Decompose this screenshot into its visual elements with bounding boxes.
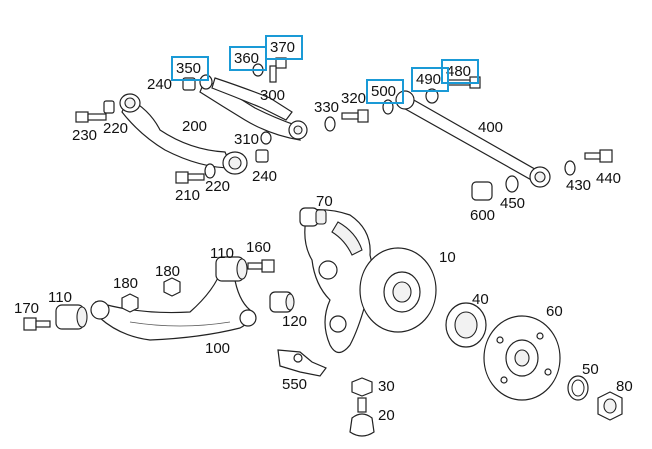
- label-30: 30: [378, 378, 395, 395]
- label-550: 550: [282, 376, 307, 393]
- label-10: 10: [439, 249, 456, 266]
- axle-nut-80-icon: [597, 391, 623, 421]
- washer-310-icon: [260, 131, 272, 145]
- wheel-hub-10-icon: [359, 247, 437, 333]
- label-480: 480: [446, 63, 471, 80]
- label-240a: 240: [147, 76, 172, 93]
- wheel-bearing-40-icon: [445, 302, 487, 348]
- snap-ring-50-icon: [567, 375, 589, 401]
- highlight-boxes: [171, 35, 479, 104]
- wheel-flange-60-icon: [483, 315, 561, 401]
- nut-180a-icon: [121, 293, 139, 313]
- label-100: 100: [205, 340, 230, 357]
- highlight-box-500[interactable]: [366, 79, 404, 104]
- label-170: 170: [14, 300, 39, 317]
- washer-330-icon: [324, 116, 336, 132]
- label-440: 440: [596, 170, 621, 187]
- washer-350-icon: [199, 74, 213, 90]
- label-240b: 240: [252, 168, 277, 185]
- label-350: 350: [176, 60, 201, 77]
- nut-30-icon: [351, 377, 373, 397]
- nut-180b-icon: [163, 277, 181, 297]
- label-320: 320: [341, 90, 366, 107]
- label-110a: 110: [48, 289, 72, 306]
- part-number-labels: 10 20 30 40 50 60 70 80 100 110 110 120 …: [14, 39, 633, 424]
- bolt-170-icon: [23, 317, 51, 331]
- bushing-120-icon: [269, 291, 295, 313]
- bushing-600-icon: [471, 181, 493, 201]
- bushing-70-icon: [299, 207, 327, 227]
- label-360: 360: [234, 50, 259, 67]
- highlight-box-370[interactable]: [265, 35, 303, 60]
- washer-490-icon: [425, 88, 439, 104]
- label-40: 40: [472, 291, 489, 308]
- label-400: 400: [478, 119, 503, 136]
- washer-450-icon: [505, 175, 519, 193]
- bushing-110b-icon: [215, 256, 248, 282]
- label-180a: 180: [113, 275, 138, 292]
- label-430: 430: [566, 177, 591, 194]
- label-330: 330: [314, 99, 339, 116]
- highlight-box-480[interactable]: [441, 59, 479, 84]
- nut-220-icon: [103, 100, 115, 114]
- wheel-carrier-icon: [304, 208, 374, 354]
- bushing-110a-icon: [55, 304, 88, 330]
- nut-240b-icon: [255, 149, 269, 163]
- bolt-160-icon: [247, 259, 275, 273]
- label-450: 450: [500, 195, 525, 212]
- label-70: 70: [316, 193, 333, 210]
- label-230: 230: [72, 127, 97, 144]
- label-110b: 110: [210, 245, 234, 262]
- label-310: 310: [234, 131, 259, 148]
- bolt-370-icon: [269, 57, 287, 83]
- bracket-550-icon: [277, 349, 327, 377]
- label-80: 80: [616, 378, 633, 395]
- label-120: 120: [282, 313, 307, 330]
- label-180b: 180: [155, 263, 180, 280]
- bolt-230-icon: [75, 111, 107, 123]
- label-220b: 220: [205, 178, 230, 195]
- label-220a: 220: [103, 120, 128, 137]
- tie-rod-400-icon: [395, 90, 551, 188]
- label-60: 60: [546, 303, 563, 320]
- washer-220-icon: [204, 163, 216, 179]
- label-50: 50: [582, 361, 599, 378]
- label-20: 20: [378, 407, 395, 424]
- lower-control-arm-100-icon: [90, 267, 257, 341]
- label-500: 500: [371, 83, 396, 100]
- label-370: 370: [270, 39, 295, 56]
- camber-arm-300-icon: [199, 77, 308, 141]
- label-300: 300: [260, 87, 285, 104]
- label-200: 200: [182, 118, 207, 135]
- upper-link-200-icon: [119, 93, 248, 175]
- label-600: 600: [470, 207, 495, 224]
- bolt-320-icon: [341, 109, 369, 123]
- bolt-440-icon: [584, 149, 613, 163]
- ball-joint-20-icon: [349, 397, 375, 437]
- label-160: 160: [246, 239, 271, 256]
- label-490: 490: [416, 71, 441, 88]
- washer-430-icon: [564, 160, 576, 176]
- bolt-210-icon: [175, 171, 205, 184]
- label-210: 210: [175, 187, 200, 204]
- highlight-box-350[interactable]: [171, 56, 209, 81]
- highlight-box-490[interactable]: [411, 67, 449, 92]
